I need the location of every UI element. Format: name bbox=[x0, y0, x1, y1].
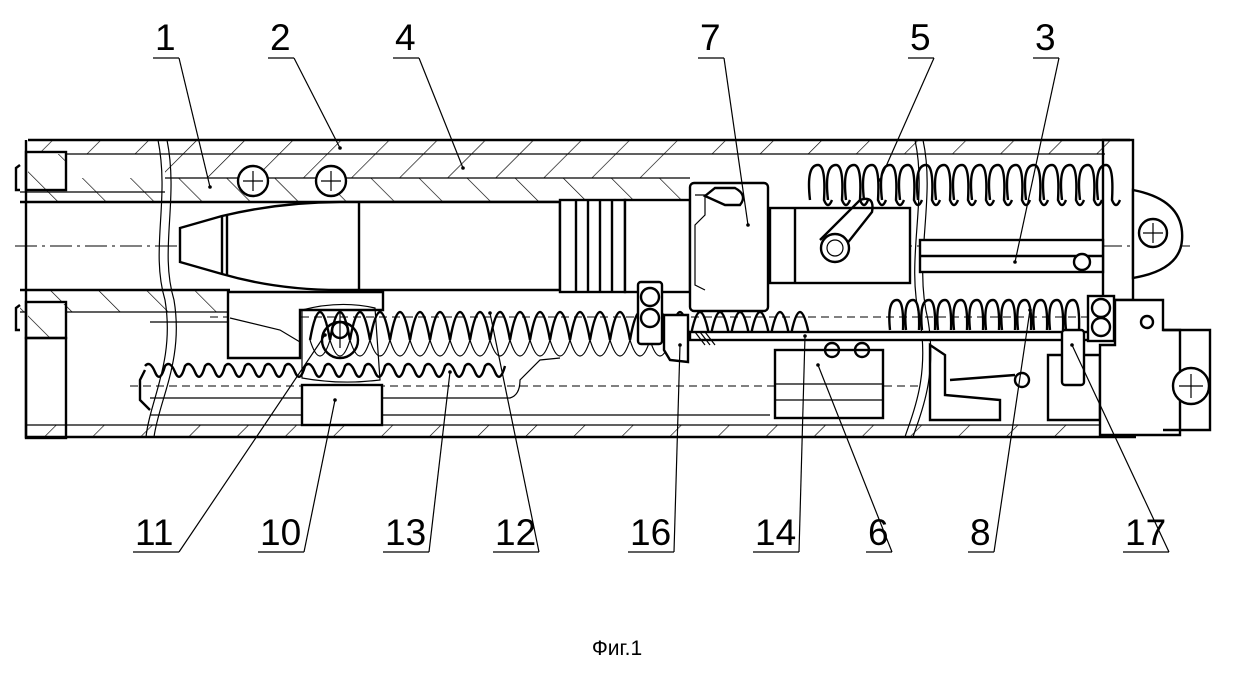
leader-dot-10 bbox=[333, 398, 337, 402]
callout-label-1: 1 bbox=[155, 17, 176, 58]
locking-balls bbox=[236, 164, 348, 198]
callout-label-13: 13 bbox=[385, 512, 426, 553]
leader-dot-8 bbox=[1028, 308, 1032, 312]
lower-rack bbox=[144, 362, 507, 378]
callout-label-17: 17 bbox=[1125, 512, 1166, 553]
callout-label-3: 3 bbox=[1035, 17, 1056, 58]
leader-17 bbox=[1071, 344, 1170, 553]
leader-1 bbox=[178, 57, 211, 188]
leader-dot-1 bbox=[208, 185, 212, 189]
guide-rod bbox=[918, 238, 1105, 274]
leader-16 bbox=[673, 344, 681, 553]
leader-dot-3 bbox=[1013, 260, 1017, 264]
lower-rack-end bbox=[138, 369, 151, 411]
leader-2 bbox=[293, 57, 341, 149]
lower-rack-body bbox=[150, 357, 561, 399]
callout-label-8: 8 bbox=[970, 512, 991, 553]
leader-dot-2 bbox=[338, 146, 342, 150]
slider-block bbox=[773, 341, 885, 420]
callout-label-12: 12 bbox=[495, 512, 536, 553]
trigger-group bbox=[928, 294, 1212, 437]
leader-dot-11 bbox=[323, 333, 327, 337]
gear-carrier bbox=[300, 383, 384, 427]
leader-10 bbox=[303, 399, 336, 553]
leader-dot-4 bbox=[461, 166, 465, 170]
leader-dot-7 bbox=[746, 223, 750, 227]
callout-label-10: 10 bbox=[260, 512, 301, 553]
leader-7 bbox=[723, 57, 749, 226]
leader-dot-5 bbox=[878, 178, 882, 182]
leader-13 bbox=[428, 371, 451, 553]
callout-label-7: 7 bbox=[700, 17, 721, 58]
leader-dot-13 bbox=[448, 370, 452, 374]
housing-bottom-wall bbox=[26, 424, 1136, 439]
leader-8 bbox=[993, 309, 1031, 553]
barrel-upper-wall bbox=[20, 178, 690, 204]
callout-label-16: 16 bbox=[630, 512, 671, 553]
leader-dot-12 bbox=[488, 311, 492, 315]
rod bbox=[688, 330, 1092, 346]
callout-label-6: 6 bbox=[868, 512, 889, 553]
leader-3 bbox=[1014, 57, 1060, 263]
rear-latch bbox=[1060, 328, 1086, 387]
left-flange bbox=[14, 140, 68, 440]
upper-rack-carrier bbox=[150, 290, 385, 360]
return-spring bbox=[807, 163, 1122, 207]
callout-label-11: 11 bbox=[135, 512, 173, 553]
upper-rack bbox=[308, 310, 812, 357]
housing-top-wall bbox=[28, 138, 1130, 155]
rear-lug bbox=[1131, 188, 1184, 280]
cartridge bbox=[178, 198, 692, 294]
leader-14 bbox=[798, 335, 806, 553]
callout-label-5: 5 bbox=[910, 17, 931, 58]
callout-label-14: 14 bbox=[755, 512, 796, 553]
leader-dot-6 bbox=[816, 363, 820, 367]
leader-12 bbox=[489, 312, 540, 553]
callout-label-4: 4 bbox=[395, 17, 416, 58]
callout-label-2: 2 bbox=[270, 17, 291, 58]
leader-6 bbox=[817, 364, 893, 553]
bolt bbox=[688, 181, 912, 313]
leader-5 bbox=[879, 57, 935, 181]
leader-4 bbox=[418, 57, 464, 169]
leader-dot-17 bbox=[1070, 343, 1074, 347]
leader-11 bbox=[178, 334, 326, 553]
figure-caption: Фиг.1 bbox=[592, 637, 642, 660]
barrel-lower-wall bbox=[20, 288, 230, 313]
lower-spring bbox=[888, 298, 1081, 331]
leader-dot-16 bbox=[678, 343, 682, 347]
leader-lines bbox=[133, 57, 1170, 553]
leader-dot-14 bbox=[803, 334, 807, 338]
break-lines bbox=[145, 139, 932, 438]
